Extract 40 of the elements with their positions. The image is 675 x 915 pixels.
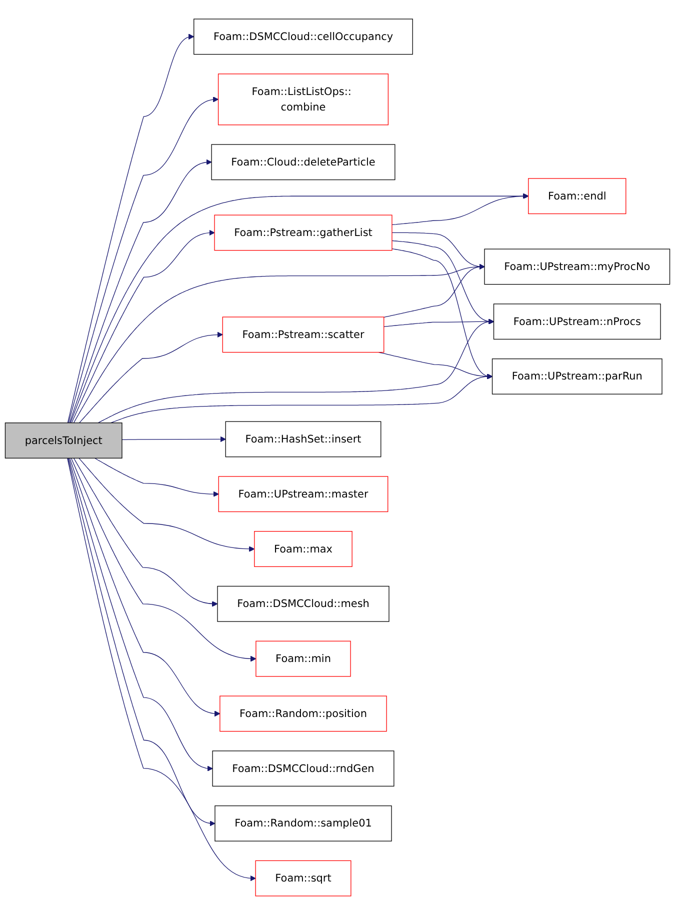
node-box: Foam::UPstream::master (218, 476, 388, 512)
node-box: Foam::ListListOps:: combine (218, 74, 389, 126)
arrow (69, 458, 220, 716)
arrow (122, 436, 226, 442)
node-box: parcelsToInject (4, 422, 122, 458)
arrow (384, 318, 494, 327)
arrow (71, 230, 215, 424)
node-box: Foam::Pstream::gatherList (214, 214, 392, 251)
arrow (78, 458, 255, 552)
node-box: Foam::endl (528, 178, 626, 214)
arrow (378, 352, 493, 380)
arrow (384, 264, 485, 318)
arrow (94, 458, 219, 497)
arrow (73, 458, 218, 607)
node-box: Foam::UPstream::myProcNo (484, 248, 670, 285)
node-box: Foam::Pstream::scatter (222, 316, 384, 353)
node-box: Foam::HashSet::insert (225, 421, 382, 458)
node-box: Foam::Random::sample01 (214, 805, 392, 842)
node-box: Foam::min (256, 640, 351, 677)
arrow (98, 319, 494, 424)
arrow (68, 458, 216, 826)
arrow (68, 97, 219, 424)
node-box: Foam::UPstream::nProcs (493, 304, 661, 340)
node-box: Foam::UPstream::parRun (492, 358, 662, 394)
arrow (70, 193, 529, 424)
arrow (70, 458, 256, 662)
arrow (67, 458, 256, 881)
node-box: Foam::DSMCCloud::cellOccupancy (194, 18, 413, 55)
arrow (67, 34, 194, 424)
arrow (68, 458, 213, 771)
node-box: Foam::DSMCCloud::rndGen (212, 750, 394, 787)
node-box: Foam::Random::position (220, 696, 387, 732)
node-box: Foam::Cloud::deleteParticle (211, 144, 396, 180)
node-box: Foam::max (254, 531, 352, 567)
node-box: Foam::sqrt (255, 860, 352, 896)
arrow (69, 160, 212, 424)
arrow (79, 332, 223, 424)
arrow (73, 264, 485, 424)
node-box: Foam::DSMCCloud::mesh (217, 586, 390, 622)
arrow (392, 193, 529, 226)
